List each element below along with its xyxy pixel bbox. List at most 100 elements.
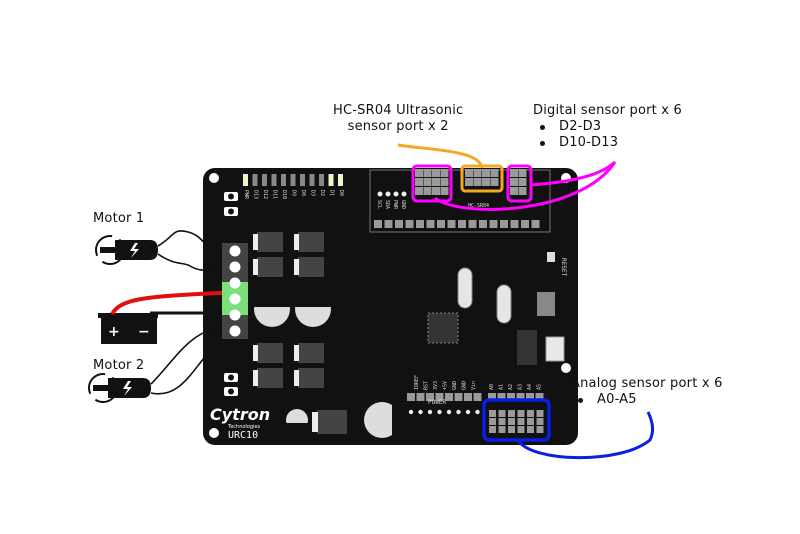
power-pin-label: RST	[424, 381, 430, 390]
sensor-pin	[482, 178, 490, 186]
analog-sensor-pin	[498, 418, 506, 425]
analog-sensor-pin	[527, 418, 534, 425]
analog-pin-label: A3	[518, 384, 524, 390]
mosfet	[257, 368, 283, 388]
analog-pin-label: A1	[499, 384, 505, 390]
motor-1-wire-a	[157, 230, 223, 253]
power-pin	[435, 393, 444, 401]
analog-pin	[488, 393, 496, 399]
header-pin	[384, 220, 393, 228]
sensor-pin	[415, 169, 423, 177]
mosfet-tab	[294, 345, 299, 361]
led-label: D1	[329, 190, 335, 196]
battery-red-wire	[110, 291, 223, 316]
motor-2-label: Motor 2	[93, 358, 145, 373]
terminal-screw	[229, 245, 241, 257]
analog-sensor-pin	[498, 410, 506, 417]
header-pin	[521, 220, 529, 228]
sensor-pin	[415, 178, 423, 186]
crystal	[457, 267, 473, 309]
header-pin	[468, 220, 477, 228]
header-pin	[447, 220, 456, 228]
analog-pin-label: A5	[537, 384, 543, 390]
analog-sensor-pin	[517, 410, 525, 417]
led-label: D3	[310, 190, 316, 196]
led-label: D8	[300, 190, 306, 196]
mosfet-tab	[294, 370, 299, 386]
i2c-pin	[377, 191, 383, 197]
sensor-pin	[423, 169, 432, 177]
i2c-label: SCL	[376, 200, 382, 209]
mount-hole	[209, 428, 219, 438]
analog-callout: Analog sensor port x 6 A0-A5	[571, 376, 723, 408]
status-led	[243, 174, 248, 186]
led-label: D0	[338, 190, 344, 196]
sensor-pin	[490, 178, 499, 186]
analog-port-highlight	[482, 398, 551, 442]
led-label: D10	[281, 190, 287, 199]
power-pin	[418, 409, 423, 415]
mosfet-tab	[253, 259, 258, 275]
header-pin	[426, 220, 435, 228]
led-label: D2	[319, 190, 325, 196]
led-label: D12	[262, 190, 268, 199]
analog-pin	[507, 393, 515, 399]
analog-callout-item: A0-A5	[571, 392, 723, 408]
digital-callout-item: D2-D3	[533, 119, 682, 135]
mosfet-tab	[253, 234, 258, 250]
power-pin	[426, 393, 434, 401]
reset-label: RESET	[560, 258, 567, 276]
sensor-pin	[510, 187, 518, 195]
digital-callout-item: D10-D13	[533, 135, 682, 151]
analog-pin	[535, 393, 544, 399]
motor-test-buttons	[224, 192, 238, 396]
mosfet	[298, 368, 324, 388]
analog-sensor-pin	[527, 410, 534, 417]
status-led	[300, 174, 305, 186]
power-pin-label: Vin	[471, 381, 477, 390]
power-pin	[445, 393, 453, 401]
analog-pin-label: A2	[508, 384, 514, 390]
motor-1-label: Motor 1	[93, 211, 145, 226]
sensor-pin	[510, 169, 518, 177]
analog-pin	[497, 393, 506, 399]
header-pin	[510, 220, 519, 228]
power-pin-label: IOREF	[414, 375, 420, 390]
digital-callout-title: Digital sensor port x 6	[533, 103, 682, 118]
power-pin	[407, 393, 415, 401]
ultrasonic-callout-line1: HC-SR04 Ultrasonic	[333, 103, 464, 118]
analog-pin-label: A0	[489, 384, 495, 390]
terminal-screw	[229, 277, 241, 289]
digital-leader-line-a	[530, 160, 617, 187]
battery-minus: −	[138, 324, 150, 340]
sensor-pin	[473, 169, 482, 177]
reset-button	[547, 252, 555, 262]
mosfet-array	[253, 232, 324, 388]
header-pin	[500, 220, 508, 228]
header-pin	[405, 220, 414, 228]
power-header-label: POWER	[428, 399, 446, 406]
digital-port-highlight-d10-d13	[411, 164, 453, 203]
sensor-pin	[490, 169, 499, 177]
i2c-label: GND	[400, 200, 406, 209]
led-label: D11	[272, 190, 278, 199]
power-pin	[446, 409, 452, 415]
status-led	[281, 174, 286, 186]
analog-sensor-pin	[498, 426, 506, 433]
analog-sensor-pin	[527, 426, 534, 433]
mount-hole	[209, 173, 219, 183]
battery-plus: +	[108, 324, 120, 340]
battery-icon: + −	[98, 313, 158, 344]
status-led	[252, 174, 258, 186]
analog-pin-label: A4	[527, 384, 533, 390]
sensor-pin	[465, 169, 473, 177]
mosfet	[298, 232, 324, 252]
brand-logo: Cytron	[210, 405, 270, 424]
sensor-pin	[423, 178, 432, 186]
motor-2-wire-b	[150, 339, 223, 395]
terminal-screw	[229, 261, 241, 273]
analog-sensor-pin	[536, 418, 544, 425]
analog-sensor-pin	[489, 418, 496, 425]
